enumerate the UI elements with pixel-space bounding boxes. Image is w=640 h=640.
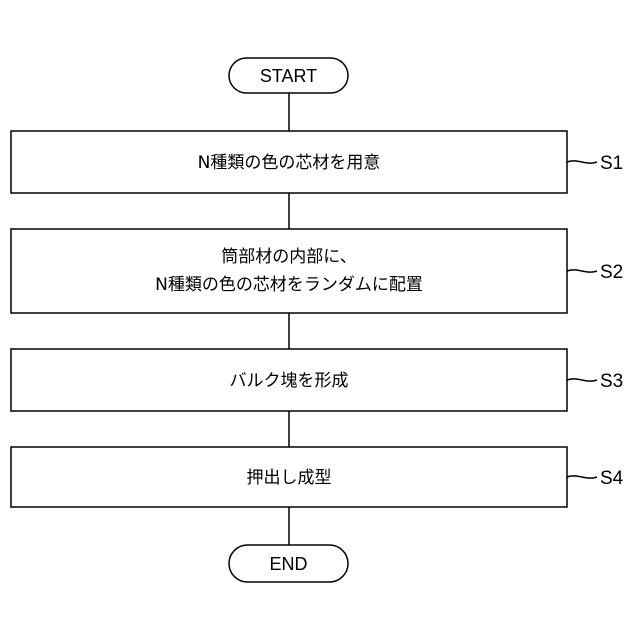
start-terminal: START: [229, 58, 348, 93]
process-step-s2: 筒部材の内部に、 N種類の色の芯材をランダムに配置: [11, 229, 567, 313]
leader-s2: [567, 270, 597, 272]
step-label-s4: S4: [600, 468, 624, 489]
step-label-s2: S2: [600, 262, 623, 283]
end-label: END: [269, 554, 307, 574]
step-label-s1: S1: [600, 153, 623, 174]
step-s2-text-line2: N種類の色の芯材をランダムに配置: [155, 275, 423, 295]
step-label-s3: S3: [600, 371, 623, 392]
step-s2-text-line1: 筒部材の内部に、: [221, 247, 357, 267]
step-s3-text: バルク塊を形成: [230, 371, 349, 391]
start-label: START: [260, 66, 317, 86]
leader-s4: [567, 476, 597, 478]
end-terminal: END: [229, 545, 348, 582]
step-s4-text: 押出し成型: [247, 468, 332, 488]
leader-s1: [567, 161, 597, 163]
process-step-s4: 押出し成型: [11, 447, 567, 507]
process-step-s3: バルク塊を形成: [11, 349, 567, 411]
leader-s3: [567, 379, 597, 381]
process-step-s1: N種類の色の芯材を用意: [11, 131, 567, 193]
step-s1-text: N種類の色の芯材を用意: [198, 153, 381, 173]
